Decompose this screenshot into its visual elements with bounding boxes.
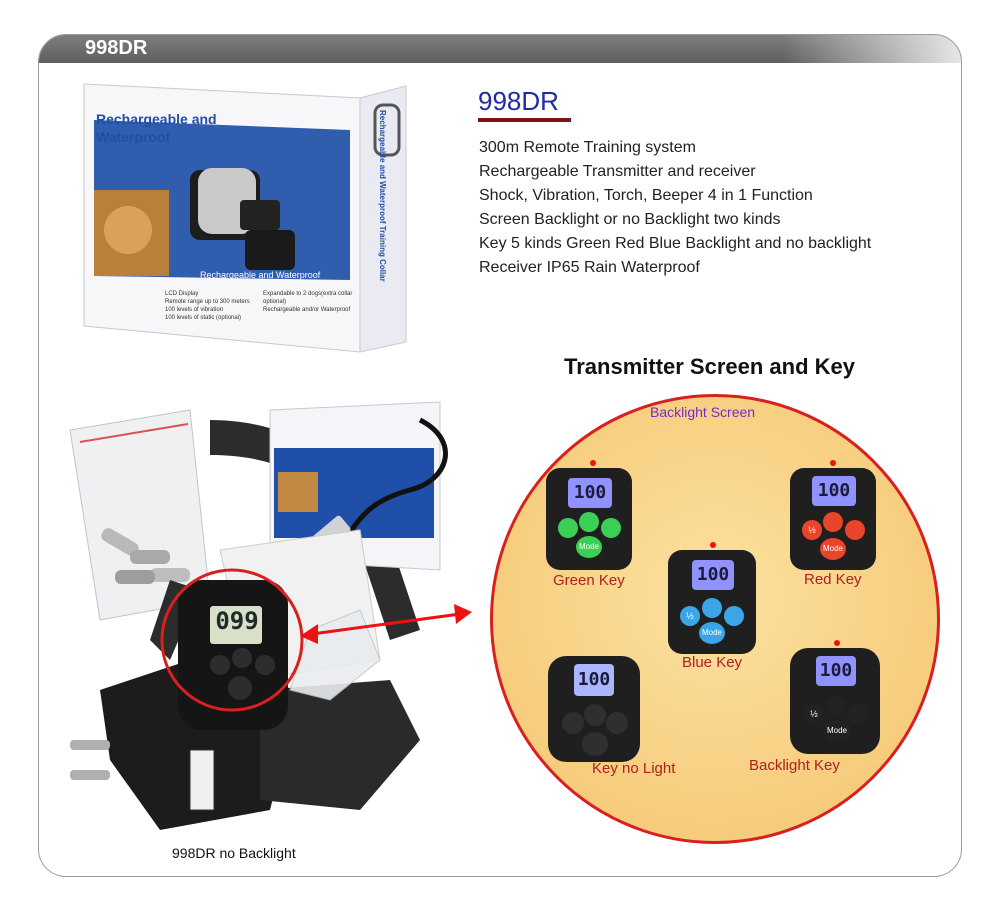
half-button: ½ (802, 520, 822, 540)
tab-title: 998DR (85, 37, 148, 59)
mode-button: Mode (699, 622, 725, 644)
green-key-remote: 100 Mode (546, 460, 632, 570)
unlit-mode-button (582, 732, 608, 756)
red-key-button (845, 520, 865, 540)
blue-key-button (702, 598, 722, 618)
mode-button: Mode (820, 538, 846, 560)
blue-key-remote: 100 ½ Mode (668, 542, 756, 654)
feature-item: Receiver IP65 Rain Waterproof (479, 259, 700, 276)
led-indicator (590, 460, 596, 466)
remote-screen: 100 (816, 656, 856, 686)
unlit-key-button (606, 712, 628, 734)
plain-screen-reading: 099 (215, 607, 259, 635)
feature-item: 300m Remote Training system (479, 139, 696, 156)
feature-item: Key 5 kinds Green Red Blue Backlight and… (479, 235, 872, 252)
feature-item: Screen Backlight or no Backlight two kin… (479, 211, 781, 228)
no-light-key-label: Key no Light (592, 760, 676, 777)
photo-caption: 998DR no Backlight (172, 845, 296, 861)
tab-fade (783, 35, 961, 63)
blue-key-button (724, 606, 744, 626)
backlit-key-button (826, 696, 846, 716)
no-light-key-remote: 100 (548, 650, 640, 762)
box-bullets: LCD Display Remote range up to 300 meter… (165, 290, 355, 322)
box-spine-text: Rechargeable and Waterproof Training Col… (378, 110, 387, 282)
header-tab: 998DR (39, 35, 961, 63)
mode-button: Mode (576, 536, 602, 558)
box-headline: Rechargeable and Waterproof (96, 110, 217, 146)
box-headline-line1: Rechargeable and (96, 111, 217, 127)
box-subtext: Rechargeable and Waterproof (200, 270, 321, 280)
remote-screen: 100 (692, 560, 734, 590)
remote-screen: 100 (568, 478, 612, 508)
feature-list: 300m Remote Training system Rechargeable… (479, 136, 871, 280)
backlight-key-remote: 100 ½ Mode (790, 640, 880, 754)
feature-item: Rechargeable Transmitter and receiver (479, 163, 756, 180)
led-indicator (710, 542, 716, 548)
backlit-key-button (848, 704, 868, 724)
half-button: ½ (804, 704, 824, 724)
led-indicator (830, 460, 836, 466)
led-indicator (834, 640, 840, 646)
remote-screen: 100 (812, 476, 856, 506)
backlight-screen-label: Backlight Screen (650, 404, 756, 420)
box-headline-line2: Waterproof (96, 129, 171, 145)
box-bullet: 100 levels of vibration (165, 307, 224, 313)
red-key-remote: 100 ½ Mode (790, 460, 876, 570)
box-bullet: 100 levels of static (optional) (165, 315, 242, 321)
unlit-key-button (562, 712, 584, 734)
green-key-button (579, 512, 599, 532)
model-title: 998DR (478, 86, 559, 116)
red-key-label: Red Key (804, 571, 862, 588)
green-key-label: Green Key (553, 572, 625, 589)
mode-button: Mode (824, 720, 850, 742)
box-bullet: Expandable to 2 dogs(extra collar option… (263, 291, 353, 305)
box-bullet: LCD Display (165, 291, 199, 297)
green-key-button (558, 518, 578, 538)
unlit-key-button (584, 704, 606, 726)
box-bullet: Rechargeable and/or Waterproof (263, 307, 351, 313)
product-box-image (83, 83, 407, 353)
half-button: ½ (680, 606, 700, 626)
green-key-button (601, 518, 621, 538)
blue-key-label: Blue Key (682, 654, 743, 671)
red-key-button (823, 512, 843, 532)
box-bullet: Remote range up to 300 meters (165, 299, 250, 305)
remote-screen: 100 (574, 664, 614, 696)
model-underline (478, 118, 571, 122)
section-title: Transmitter Screen and Key (564, 354, 856, 379)
double-arrow-icon (300, 604, 472, 644)
package-contents-photo (69, 401, 448, 830)
feature-item: Shock, Vibration, Torch, Beeper 4 in 1 F… (479, 187, 813, 204)
backlight-key-label: Backlight Key (749, 757, 840, 774)
